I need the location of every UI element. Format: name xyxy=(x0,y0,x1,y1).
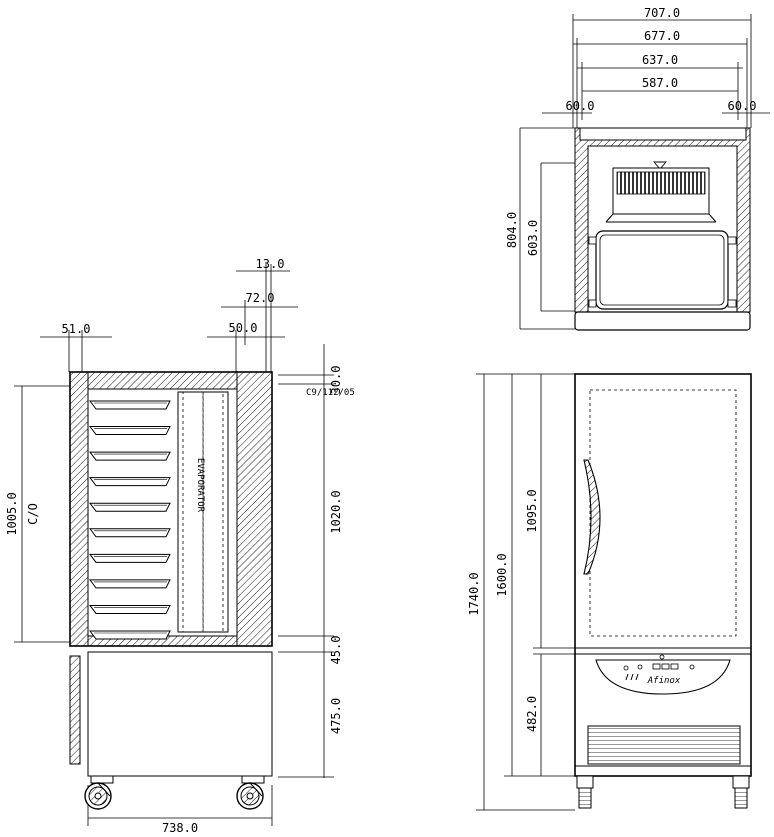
top-dimension-lines xyxy=(519,14,770,330)
side-view: 51.0 13.0 72.0 50.0 30.0 C9/112/05 1005.… xyxy=(5,257,355,835)
tray xyxy=(89,400,171,410)
tray xyxy=(89,579,171,589)
dim-30: 30.0 xyxy=(329,366,343,395)
tray xyxy=(89,604,171,614)
dim-637: 637.0 xyxy=(642,53,678,67)
tray xyxy=(89,477,171,487)
dim-707: 707.0 xyxy=(644,6,680,20)
tray xyxy=(89,630,171,640)
tray-stack xyxy=(89,400,171,640)
dim-1005: 1005.0 xyxy=(5,492,19,535)
top-view: 707.0 677.0 637.0 587.0 60.0 60.0 804.0 … xyxy=(505,6,770,331)
evaporator-label: EVAPORATOR xyxy=(195,458,205,513)
dim-482: 482.0 xyxy=(525,696,539,732)
dim-1095: 1095.0 xyxy=(525,489,539,532)
tray xyxy=(89,553,171,563)
dim-1020: 1020.0 xyxy=(329,490,343,533)
side-dimension-lines xyxy=(14,264,334,826)
dim-804: 804.0 xyxy=(505,212,519,248)
dim-738: 738.0 xyxy=(162,821,198,835)
dim-1600: 1600.0 xyxy=(495,553,509,596)
door-handle xyxy=(583,459,601,575)
top-cabinet-section xyxy=(574,127,751,331)
dim-60-left: 60.0 xyxy=(566,99,595,113)
dim-13: 13.0 xyxy=(256,257,285,271)
tray xyxy=(89,426,171,436)
dim-cutout-label: C/O xyxy=(26,503,40,525)
front-view: 1740.0 1600.0 1095.0 482.0 Afinox xyxy=(467,373,752,811)
dim-45: 45.0 xyxy=(329,636,343,665)
front-dimension-lines xyxy=(476,373,575,811)
dim-50: 50.0 xyxy=(229,321,258,335)
dim-1740: 1740.0 xyxy=(467,572,481,615)
caster-right xyxy=(236,775,265,810)
side-cabinet: EVAPORATOR xyxy=(69,371,273,810)
dim-60-right: 60.0 xyxy=(728,99,757,113)
control-panel xyxy=(595,659,731,695)
dim-677: 677.0 xyxy=(644,29,680,43)
tray xyxy=(89,451,171,461)
vent-grille xyxy=(587,725,741,765)
tray xyxy=(89,528,171,538)
tray xyxy=(89,502,171,512)
dim-475: 475.0 xyxy=(329,698,343,734)
dim-72: 72.0 xyxy=(246,291,275,305)
dim-603: 603.0 xyxy=(526,220,540,256)
dim-587: 587.0 xyxy=(642,76,678,90)
part-code: C9/112/05 xyxy=(306,388,355,398)
dim-51: 51.0 xyxy=(62,322,91,336)
front-cabinet: Afinox xyxy=(574,373,752,809)
foot-right xyxy=(732,775,750,809)
panel-logo: Afinox xyxy=(647,676,681,686)
caster-left xyxy=(84,775,114,810)
foot-left xyxy=(576,775,594,809)
